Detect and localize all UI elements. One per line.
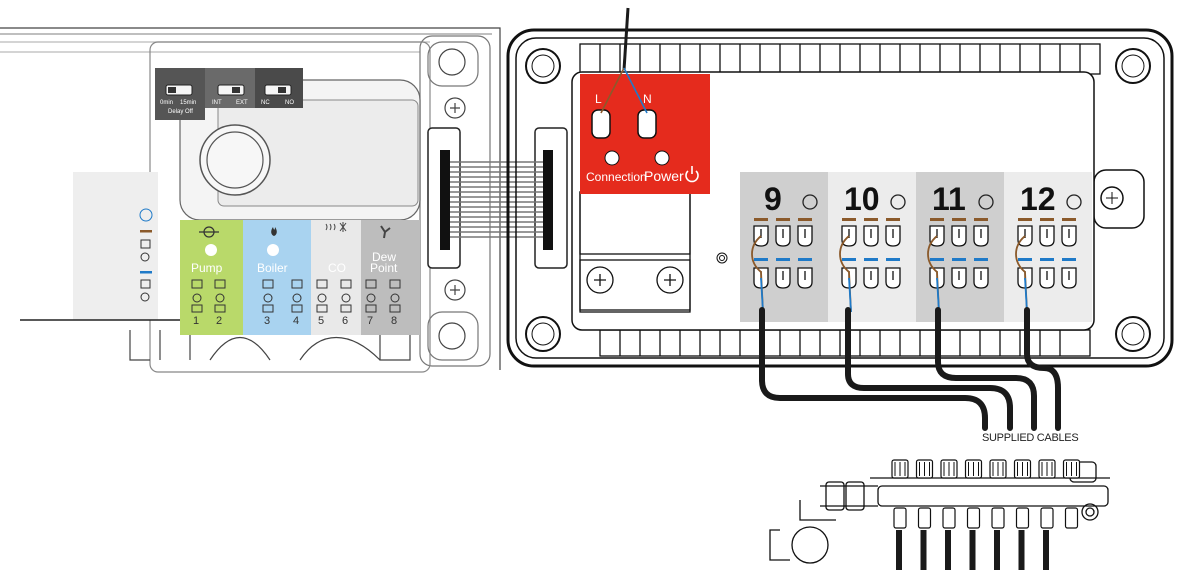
valve-outlet bbox=[942, 507, 956, 529]
output-label-boiler: Boiler bbox=[257, 261, 288, 275]
pipe bbox=[969, 530, 976, 570]
zone-number: 10 bbox=[844, 181, 880, 217]
pipe bbox=[945, 530, 951, 570]
pipe bbox=[1018, 530, 1025, 570]
output-label-pump: Pump bbox=[191, 261, 223, 275]
terminal-7: 7 bbox=[367, 315, 373, 327]
zone-12: 12 bbox=[1004, 172, 1092, 322]
valve-outlet bbox=[917, 507, 932, 529]
switch-time-sub: Delay Off bbox=[168, 109, 193, 115]
flame-icon bbox=[271, 227, 277, 236]
right-housing bbox=[506, 28, 1174, 368]
terminal-1: 1 bbox=[193, 315, 199, 327]
manifold-valves bbox=[891, 459, 1081, 570]
zone-number: 9 bbox=[764, 181, 782, 217]
pipe bbox=[920, 530, 927, 570]
valve-outlet bbox=[893, 507, 907, 529]
terminal-L: L bbox=[595, 92, 602, 106]
terminal-4: 4 bbox=[293, 315, 299, 327]
zone-11: 11 bbox=[916, 172, 1004, 322]
heating-cooling-icon bbox=[325, 223, 336, 231]
power-icon bbox=[685, 166, 699, 183]
terminal-3: 3 bbox=[264, 315, 270, 327]
zone-10: 10 bbox=[828, 172, 916, 322]
terminal-8: 8 bbox=[391, 315, 397, 327]
connection-label: Connection bbox=[586, 170, 647, 184]
ribbon-cable bbox=[427, 127, 568, 269]
power-terminal-block: L N Connection Power bbox=[580, 74, 710, 194]
terminal-2: 2 bbox=[216, 315, 222, 327]
top-teeth bbox=[579, 43, 1101, 75]
fan-icon bbox=[380, 225, 391, 239]
terminal-N: N bbox=[643, 92, 652, 106]
switch-time-left: 0min bbox=[160, 100, 173, 106]
pipe bbox=[1043, 530, 1049, 570]
switch-time-right: 15min bbox=[180, 100, 196, 106]
pipe bbox=[994, 530, 1000, 570]
switch-source-right: EXT bbox=[236, 100, 248, 106]
output-label-dew: Dew bbox=[372, 250, 396, 264]
valve-outlet bbox=[1064, 507, 1079, 529]
terminal-5: 5 bbox=[318, 315, 324, 327]
switch-bar: 0min 15min Delay Off INT EXT NC NO bbox=[155, 68, 303, 120]
output-label-point: Point bbox=[370, 261, 398, 275]
supplied-cables-label: SUPPLIED CABLES bbox=[982, 432, 1078, 444]
mains-cable bbox=[600, 7, 648, 114]
reset-button bbox=[199, 124, 271, 196]
valve-outlet bbox=[966, 507, 981, 529]
pipe bbox=[896, 530, 902, 570]
zone-9: 9 bbox=[740, 172, 828, 322]
status-strip bbox=[73, 172, 158, 320]
output-panels: Pump Boiler CO Dew Point 1 2 3 4 5 6 7 8 bbox=[180, 220, 420, 335]
zone-number: 12 bbox=[1020, 181, 1056, 217]
switch-mode-left: NC bbox=[261, 100, 270, 106]
zone-number: 11 bbox=[932, 181, 966, 217]
power-label: Power bbox=[644, 168, 684, 184]
output-label-co: CO bbox=[328, 261, 346, 275]
valve-outlet bbox=[1015, 507, 1030, 529]
supplied-cables bbox=[759, 307, 1061, 431]
zone-terminals: 9 10 11 12 bbox=[740, 172, 1092, 322]
terminal-6: 6 bbox=[342, 315, 348, 327]
valve-outlet bbox=[1040, 507, 1054, 529]
valve-outlet bbox=[991, 507, 1005, 529]
switch-mode-right: NO bbox=[285, 100, 294, 106]
switch-source-left: INT bbox=[212, 100, 222, 106]
manifold bbox=[769, 461, 1110, 564]
